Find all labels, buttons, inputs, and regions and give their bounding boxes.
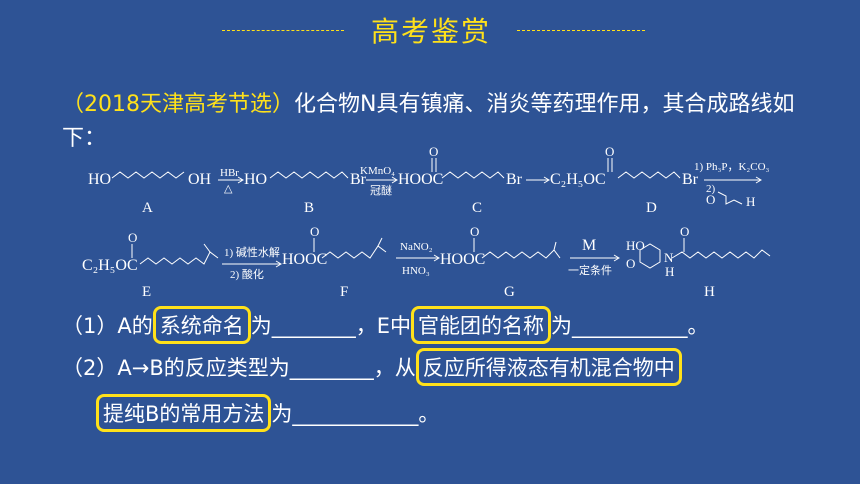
hydrolysis-step-2: 2) 酸化 — [230, 267, 264, 281]
q3-highlight-purify: 提纯B的常用方法 — [96, 394, 272, 432]
title-divider-left — [222, 30, 344, 31]
label-b: B — [304, 200, 314, 216]
reagent-kmno4: KMnO₄ — [360, 165, 395, 177]
aldehyde-skeleton — [717, 191, 743, 205]
question-intro: （2018天津高考节选）化合物N具有镇痛、消炎等药理作用，其合成路线如下： — [62, 88, 822, 156]
compound-h-o: O — [626, 256, 635, 271]
question-2: （2）A→B的反应类型为________，从反应所得液态有机混合物中 — [62, 348, 682, 386]
compound-h-co: O — [680, 224, 689, 239]
arrow-head-f-g — [433, 254, 440, 262]
label-c: C — [472, 200, 482, 216]
compound-b-br: Br — [350, 171, 367, 188]
chain-g — [481, 249, 561, 259]
chain-f — [321, 245, 387, 259]
q1-prefix: （1）A的 — [62, 314, 153, 338]
question-2-continued: 提纯B的常用方法为____________。 — [96, 394, 440, 432]
condition-2: 2) — [706, 183, 716, 195]
q1-highlight-functional-group: 官能团的名称 — [411, 306, 552, 344]
arrow-head-b-c — [391, 176, 398, 184]
compound-a-oh: OH — [188, 171, 212, 188]
h-benzene-ring — [639, 243, 661, 269]
q1-highlight-system-name: 系统命名 — [152, 306, 251, 344]
aldehyde-o: O — [706, 192, 715, 207]
slide-title: 高考鉴赏 — [370, 15, 491, 48]
label-f: F — [340, 284, 348, 300]
synthesis-scheme: HO OH HO Br HOOC Br C₂H₅OC Br C₂H₅OC HOO… — [82, 144, 771, 300]
question-1: （1）A的系统命名为________，E中官能团的名称为___________。 — [62, 306, 709, 344]
q2-prefix: （2）A→B的反应类型为________，从 — [62, 356, 416, 380]
label-g: G — [504, 284, 515, 300]
condition-1: 1) Ph₃P，K₂CO₃ — [694, 161, 770, 173]
q1-tail: 为___________。 — [551, 314, 709, 338]
label-h: H — [704, 284, 715, 300]
chain-b — [269, 171, 349, 179]
compound-f-hooc: HOOC — [282, 251, 327, 268]
e-branch — [203, 243, 211, 253]
reagent-nano2: NaNO₂ — [400, 241, 433, 253]
arrow-head-g-h — [613, 254, 620, 262]
q3-tail: 为____________。 — [271, 402, 440, 426]
label-d: D — [646, 200, 657, 216]
question-text: 化合物N具有镇痛、消炎等药理作用，其合成路线如下： — [62, 92, 795, 151]
reagent-m-condition: 一定条件 — [568, 263, 612, 277]
q1-middle: 为________，E中 — [250, 314, 412, 338]
arrow-head-a-b — [237, 176, 244, 184]
hydrolysis-step-1: 1) 碱性水解 — [224, 245, 280, 259]
reagent-m: M — [582, 237, 596, 254]
chain-a — [111, 171, 185, 179]
compound-c-o: O — [429, 144, 438, 159]
arrow-head-e-f — [275, 260, 282, 268]
reagent-hbr: HBr — [220, 167, 239, 179]
question-source: （2018天津高考节选） — [62, 92, 294, 117]
compound-e-ester: C₂H₅OC — [82, 257, 138, 274]
reagent-crown-ether: 冠醚 — [370, 183, 392, 197]
compound-a-ho: HO — [88, 171, 111, 188]
compound-f-o: O — [310, 224, 319, 239]
chain-c — [441, 171, 505, 179]
compound-b-ho: HO — [244, 171, 267, 188]
chain-d — [617, 171, 681, 179]
arrow-head-d-e — [755, 176, 762, 184]
compound-d-o: O — [605, 144, 614, 159]
q2-highlight-mixture: 反应所得液态有机混合物中 — [415, 348, 682, 386]
reagent-heat: △ — [224, 183, 233, 195]
compound-h-ho: HO — [626, 238, 645, 253]
label-e: E — [142, 284, 151, 300]
compound-c-br: Br — [506, 171, 523, 188]
g-branch — [553, 241, 557, 251]
compound-g-o: O — [470, 224, 479, 239]
arrow-head-c-d — [543, 176, 550, 184]
compound-d-ester: C₂H₅OC — [550, 171, 606, 188]
title-bar: 高考鉴赏 — [0, 8, 860, 52]
compound-h-n: N — [664, 250, 674, 265]
compound-d-br: Br — [682, 171, 699, 188]
chain-e — [139, 251, 219, 265]
aldehyde-h: H — [746, 194, 755, 209]
compound-e-o: O — [128, 230, 137, 245]
label-a: A — [142, 200, 153, 216]
title-divider-right — [517, 30, 645, 31]
compound-g-hooc: HOOC — [440, 251, 485, 268]
compound-c-hooc: HOOC — [398, 171, 443, 188]
f-branch — [377, 237, 383, 247]
chain-h — [671, 249, 771, 259]
compound-h-h: H — [665, 264, 674, 279]
reagent-hno3: HNO₃ — [402, 265, 430, 277]
